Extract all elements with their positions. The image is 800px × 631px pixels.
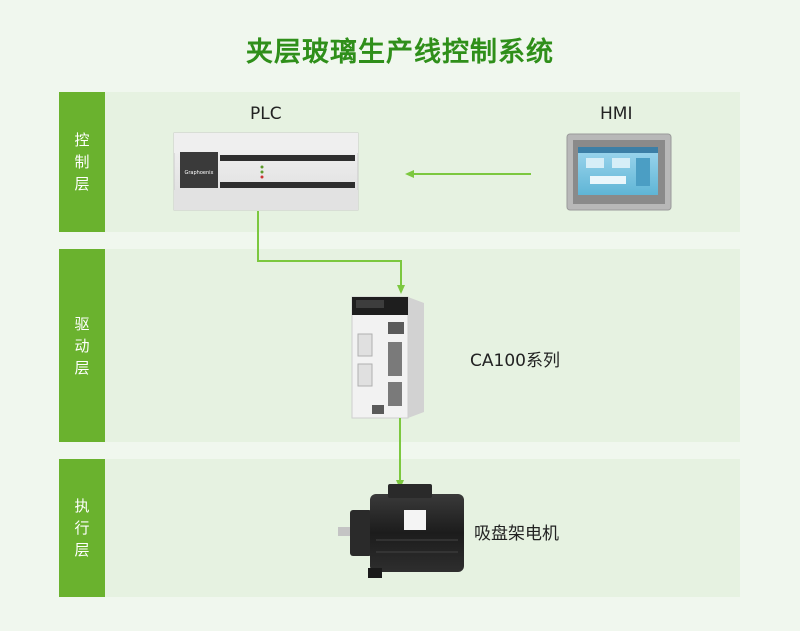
plc-terminal-top [220, 155, 355, 161]
plc-label: PLC [250, 104, 282, 124]
motor-device [338, 484, 464, 578]
motor-label: 吸盘架电机 [474, 524, 559, 544]
hmi-label: HMI [600, 104, 633, 124]
layer-label-execute-text: 执行层 [74, 497, 90, 559]
servo-drive-device [351, 296, 424, 419]
motor-shaft [338, 527, 354, 536]
plc-device: Graphoenix [173, 132, 359, 211]
plc-brand-text: Graphoenix [185, 170, 214, 176]
arrow-plc-to-drive [257, 211, 405, 294]
layer-label-control-text: 控制层 [74, 131, 90, 193]
layer-label-execute: 执行层 [59, 459, 105, 597]
layer-label-drive: 驱动层 [59, 249, 105, 442]
drive-label: CA100系列 [470, 351, 560, 371]
layer-label-drive-text: 驱动层 [74, 314, 90, 377]
layer-label-control: 控制层 [59, 92, 105, 232]
motor-nameplate [404, 510, 426, 530]
plc-terminal-bottom [220, 182, 355, 188]
page-title: 夹层玻璃生产线控制系统 [246, 37, 554, 68]
hmi-device [566, 133, 672, 211]
plc-logo-panel [180, 152, 218, 188]
